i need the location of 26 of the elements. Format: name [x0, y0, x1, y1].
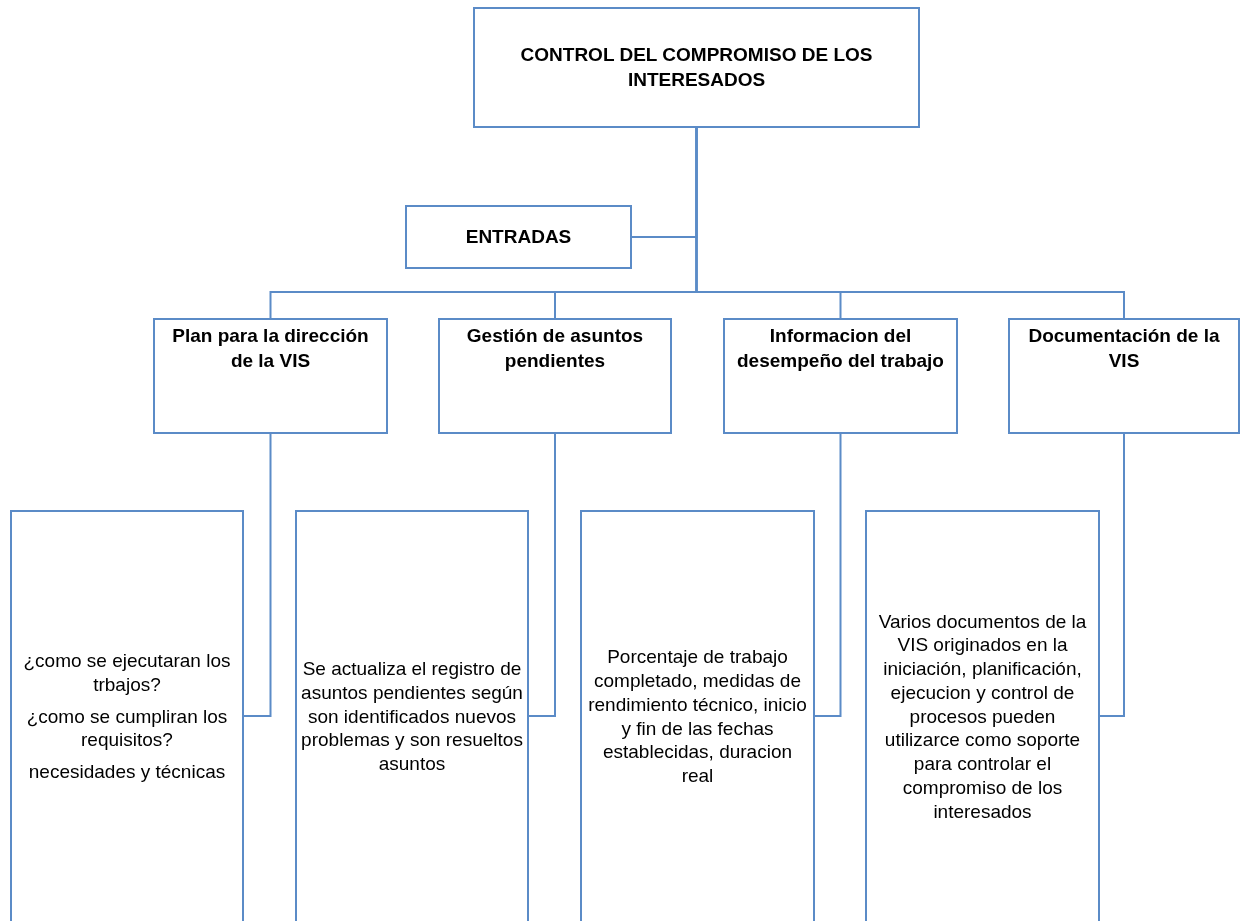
description-box — [580, 510, 815, 921]
process-box — [1008, 318, 1240, 434]
box-title: CONTROL DEL COMPROMISO DE LOS INTERESADOS — [519, 42, 874, 92]
box-text: ¿como se cumpliran los requisitos? — [25, 704, 229, 753]
connector-line — [528, 433, 556, 717]
box-text: Se actualiza el registro de asuntos pendientes según son identificados nuevos problemas y son resueltos asuntos — [301, 657, 523, 776]
description-box — [865, 510, 1100, 921]
box-title: Informacion del desempeño del trabajo — [736, 324, 945, 373]
process-box — [438, 318, 672, 434]
box-text: necesidades y técnicas — [28, 760, 226, 784]
box-title: ENTRADAS — [465, 224, 572, 249]
connector-line — [814, 433, 842, 717]
box-title: Gestión de asuntos pendientes — [465, 324, 645, 373]
box-title: Plan para la dirección de la VIS — [171, 324, 370, 373]
connector-line — [1099, 433, 1125, 717]
box-text: ¿como se ejecutaran los trbajos? — [22, 649, 232, 697]
process-box — [153, 318, 388, 434]
box-text: Porcentaje de trabajo completado, medidas de rendimiento técnico, inicio y fin de las fechas establecidas, duracion real — [587, 645, 808, 788]
description-box — [295, 510, 529, 921]
box-text: Varios documentos de la VIS originados en la iniciación, planificación, ejecucion y control de procesos pueden utilizarce como soporte para controlar el compromiso de los interesados — [877, 609, 1088, 824]
description-box — [10, 510, 244, 921]
connector-line — [243, 433, 272, 717]
box-title: Documentación de la VIS — [1027, 324, 1221, 373]
process-box — [723, 318, 958, 434]
process-box — [473, 7, 920, 128]
process-box — [405, 205, 632, 269]
